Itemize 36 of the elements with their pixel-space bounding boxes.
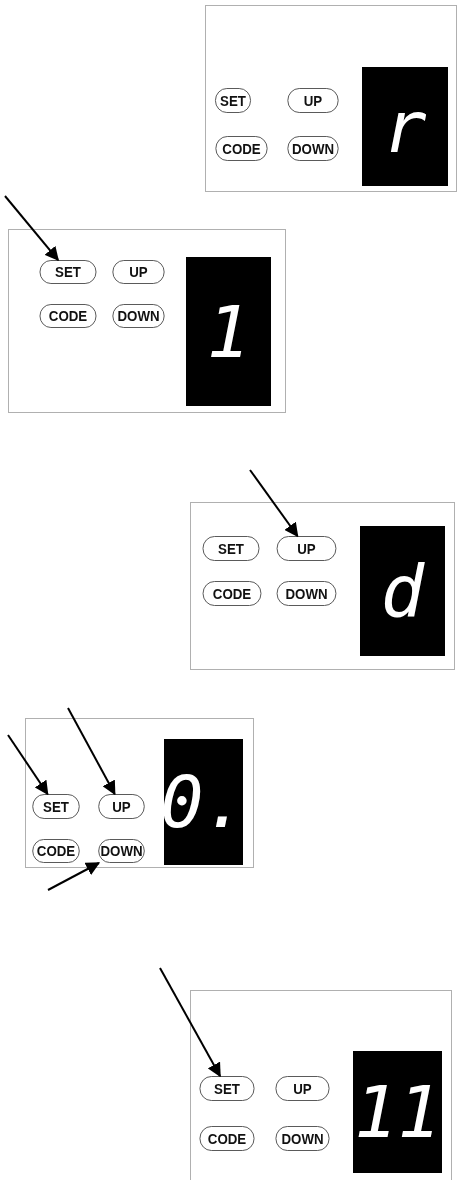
panel-button: CODE [199, 1126, 255, 1151]
control-panel [25, 718, 254, 868]
panel-button: SET [214, 88, 252, 113]
panel-button: CODE [215, 136, 268, 161]
panel-button: CODE [32, 839, 80, 863]
control-panel [190, 990, 452, 1180]
panel-button: DOWN [275, 1126, 330, 1151]
panel-button: CODE [39, 304, 97, 328]
panel-button: SET [202, 536, 260, 561]
control-panel [205, 5, 457, 192]
arrow [7, 734, 49, 796]
segment-display: r [362, 67, 448, 186]
panel-button: UP [98, 794, 145, 819]
panel-button: DOWN [112, 304, 165, 328]
panel-button: SET [199, 1076, 255, 1101]
panel-button: DOWN [287, 136, 339, 161]
segment-display: d [360, 526, 445, 656]
panel-button: CODE [202, 581, 262, 606]
arrow [159, 967, 222, 1078]
arrow [67, 707, 116, 796]
panel-button: DOWN [276, 581, 337, 606]
panel-button: UP [287, 88, 339, 113]
control-panel [8, 229, 286, 413]
panel-button: UP [276, 536, 337, 561]
arrow [47, 862, 101, 891]
panel-button: SET [32, 794, 80, 819]
control-panel [190, 502, 455, 670]
segment-display: 0. [164, 739, 243, 865]
panel-button: UP [112, 260, 165, 284]
panel-button: SET [39, 260, 97, 284]
arrow [4, 195, 60, 262]
segment-display: 1 [186, 257, 271, 406]
arrow [249, 469, 299, 538]
panel-button: DOWN [98, 839, 145, 863]
segment-display: 11 [353, 1051, 442, 1173]
panel-button: UP [275, 1076, 330, 1101]
